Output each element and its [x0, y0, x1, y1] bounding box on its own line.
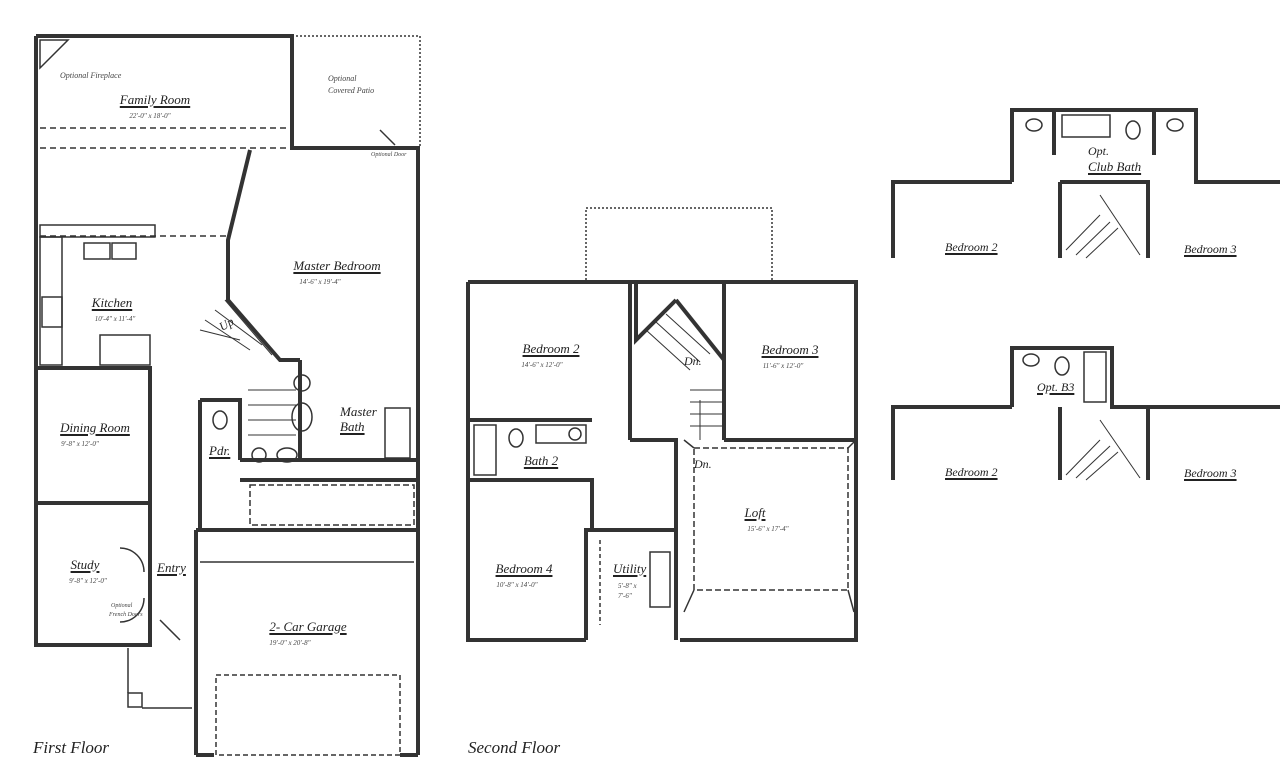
study-label: Study	[70, 557, 100, 572]
second-floor-title: Second Floor	[468, 738, 561, 757]
master-bath-label-2: Bath	[340, 419, 365, 434]
optional-door-note: Optional Door	[371, 152, 407, 158]
club-bath-bedroom2-label: Bedroom 2	[945, 240, 998, 254]
entry-label: Entry	[157, 560, 186, 575]
bedroom3-label: Bedroom 3	[761, 342, 819, 357]
french-doors-note-1: Optional	[111, 603, 133, 609]
opt-club-bath-walls	[891, 108, 1280, 258]
patio-note-1: Optional	[328, 74, 357, 83]
first-floor-details	[39, 35, 421, 756]
loft-label: Loft	[744, 505, 766, 520]
family-room-label: Family Room	[119, 92, 191, 107]
family-room-dim: 22'-0" x 18'-0"	[129, 112, 171, 120]
first-floor-walls	[34, 34, 420, 757]
study-dim: 9'-8" x 12'-0"	[69, 577, 107, 585]
garage-label: 2- Car Garage	[269, 619, 347, 634]
powder-label: Pdr.	[209, 443, 231, 458]
club-bath-label-2: Club Bath	[1088, 159, 1142, 174]
loft-dim: 15'-6" x 17'-4"	[747, 525, 789, 533]
dining-room-dim: 9'-8" x 12'-0"	[61, 440, 99, 448]
garage-dim: 19'-0" x 20'-8"	[269, 639, 311, 647]
utility-dim-2: 7'-6"	[618, 592, 632, 600]
kitchen-label: Kitchen	[91, 295, 133, 310]
opt-b3-bedroom3-label: Bedroom 3	[1184, 466, 1237, 480]
opt-b3-bedroom2-label: Bedroom 2	[945, 465, 998, 479]
patio-note-2: Covered Patio	[328, 86, 375, 95]
opt-b3-label: Opt. B3	[1037, 380, 1075, 394]
first-floor-title: First Floor	[33, 738, 110, 757]
master-bedroom-label: Master Bedroom	[293, 258, 381, 273]
master-bath-label-1: Master	[340, 404, 377, 419]
second-floor-details	[473, 207, 857, 625]
club-bath-bedroom3-label: Bedroom 3	[1184, 242, 1237, 256]
bedroom2-dim: 14'-6" x 12'-0"	[521, 361, 563, 369]
fireplace-note: Optional Fireplace	[60, 71, 122, 80]
bath2-label: Bath 2	[523, 453, 559, 468]
utility-dim-1: 5'-8" x	[618, 582, 637, 590]
club-bath-label-1: Opt.	[1088, 144, 1109, 158]
french-doors-note-2: French Doors	[109, 612, 143, 618]
second-floor-walls	[466, 280, 858, 642]
stairs-down-label-1: Dn.	[684, 354, 702, 368]
bedroom4-label: Bedroom 4	[495, 561, 553, 576]
utility-label: Utility	[613, 561, 647, 576]
opt-b3-walls	[891, 346, 1280, 480]
master-bedroom-dim: 14'-6" x 19'-4"	[299, 278, 341, 286]
stairs-down-label-2: Dn.	[694, 457, 712, 471]
bedroom2-label: Bedroom 2	[522, 341, 580, 356]
bedroom3-dim: 11'-6" x 12'-0"	[762, 362, 804, 370]
kitchen-dim: 10'-4" x 11'-4"	[94, 315, 136, 323]
dining-room-label: Dining Room	[60, 420, 130, 435]
bedroom4-dim: 10'-8" x 14'-0"	[496, 581, 538, 589]
